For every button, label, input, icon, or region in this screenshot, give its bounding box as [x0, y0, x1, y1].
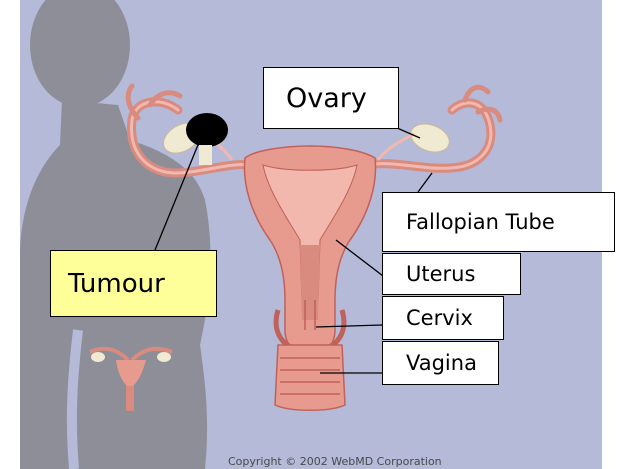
tumour-marker: [186, 113, 228, 147]
tumour-stalk: [199, 145, 212, 165]
label-fallopian-tube: Fallopian Tube: [382, 192, 615, 252]
label-vagina: Vagina: [382, 341, 499, 385]
vagina-shape: [275, 345, 345, 410]
copyright-notice: Copyright © 2002 WebMD Corporation: [228, 455, 442, 468]
label-uterus: Uterus: [382, 253, 521, 295]
label-tumour: Tumour: [50, 250, 217, 317]
label-ovary: Ovary: [263, 67, 399, 129]
label-cervix: Cervix: [382, 296, 504, 340]
